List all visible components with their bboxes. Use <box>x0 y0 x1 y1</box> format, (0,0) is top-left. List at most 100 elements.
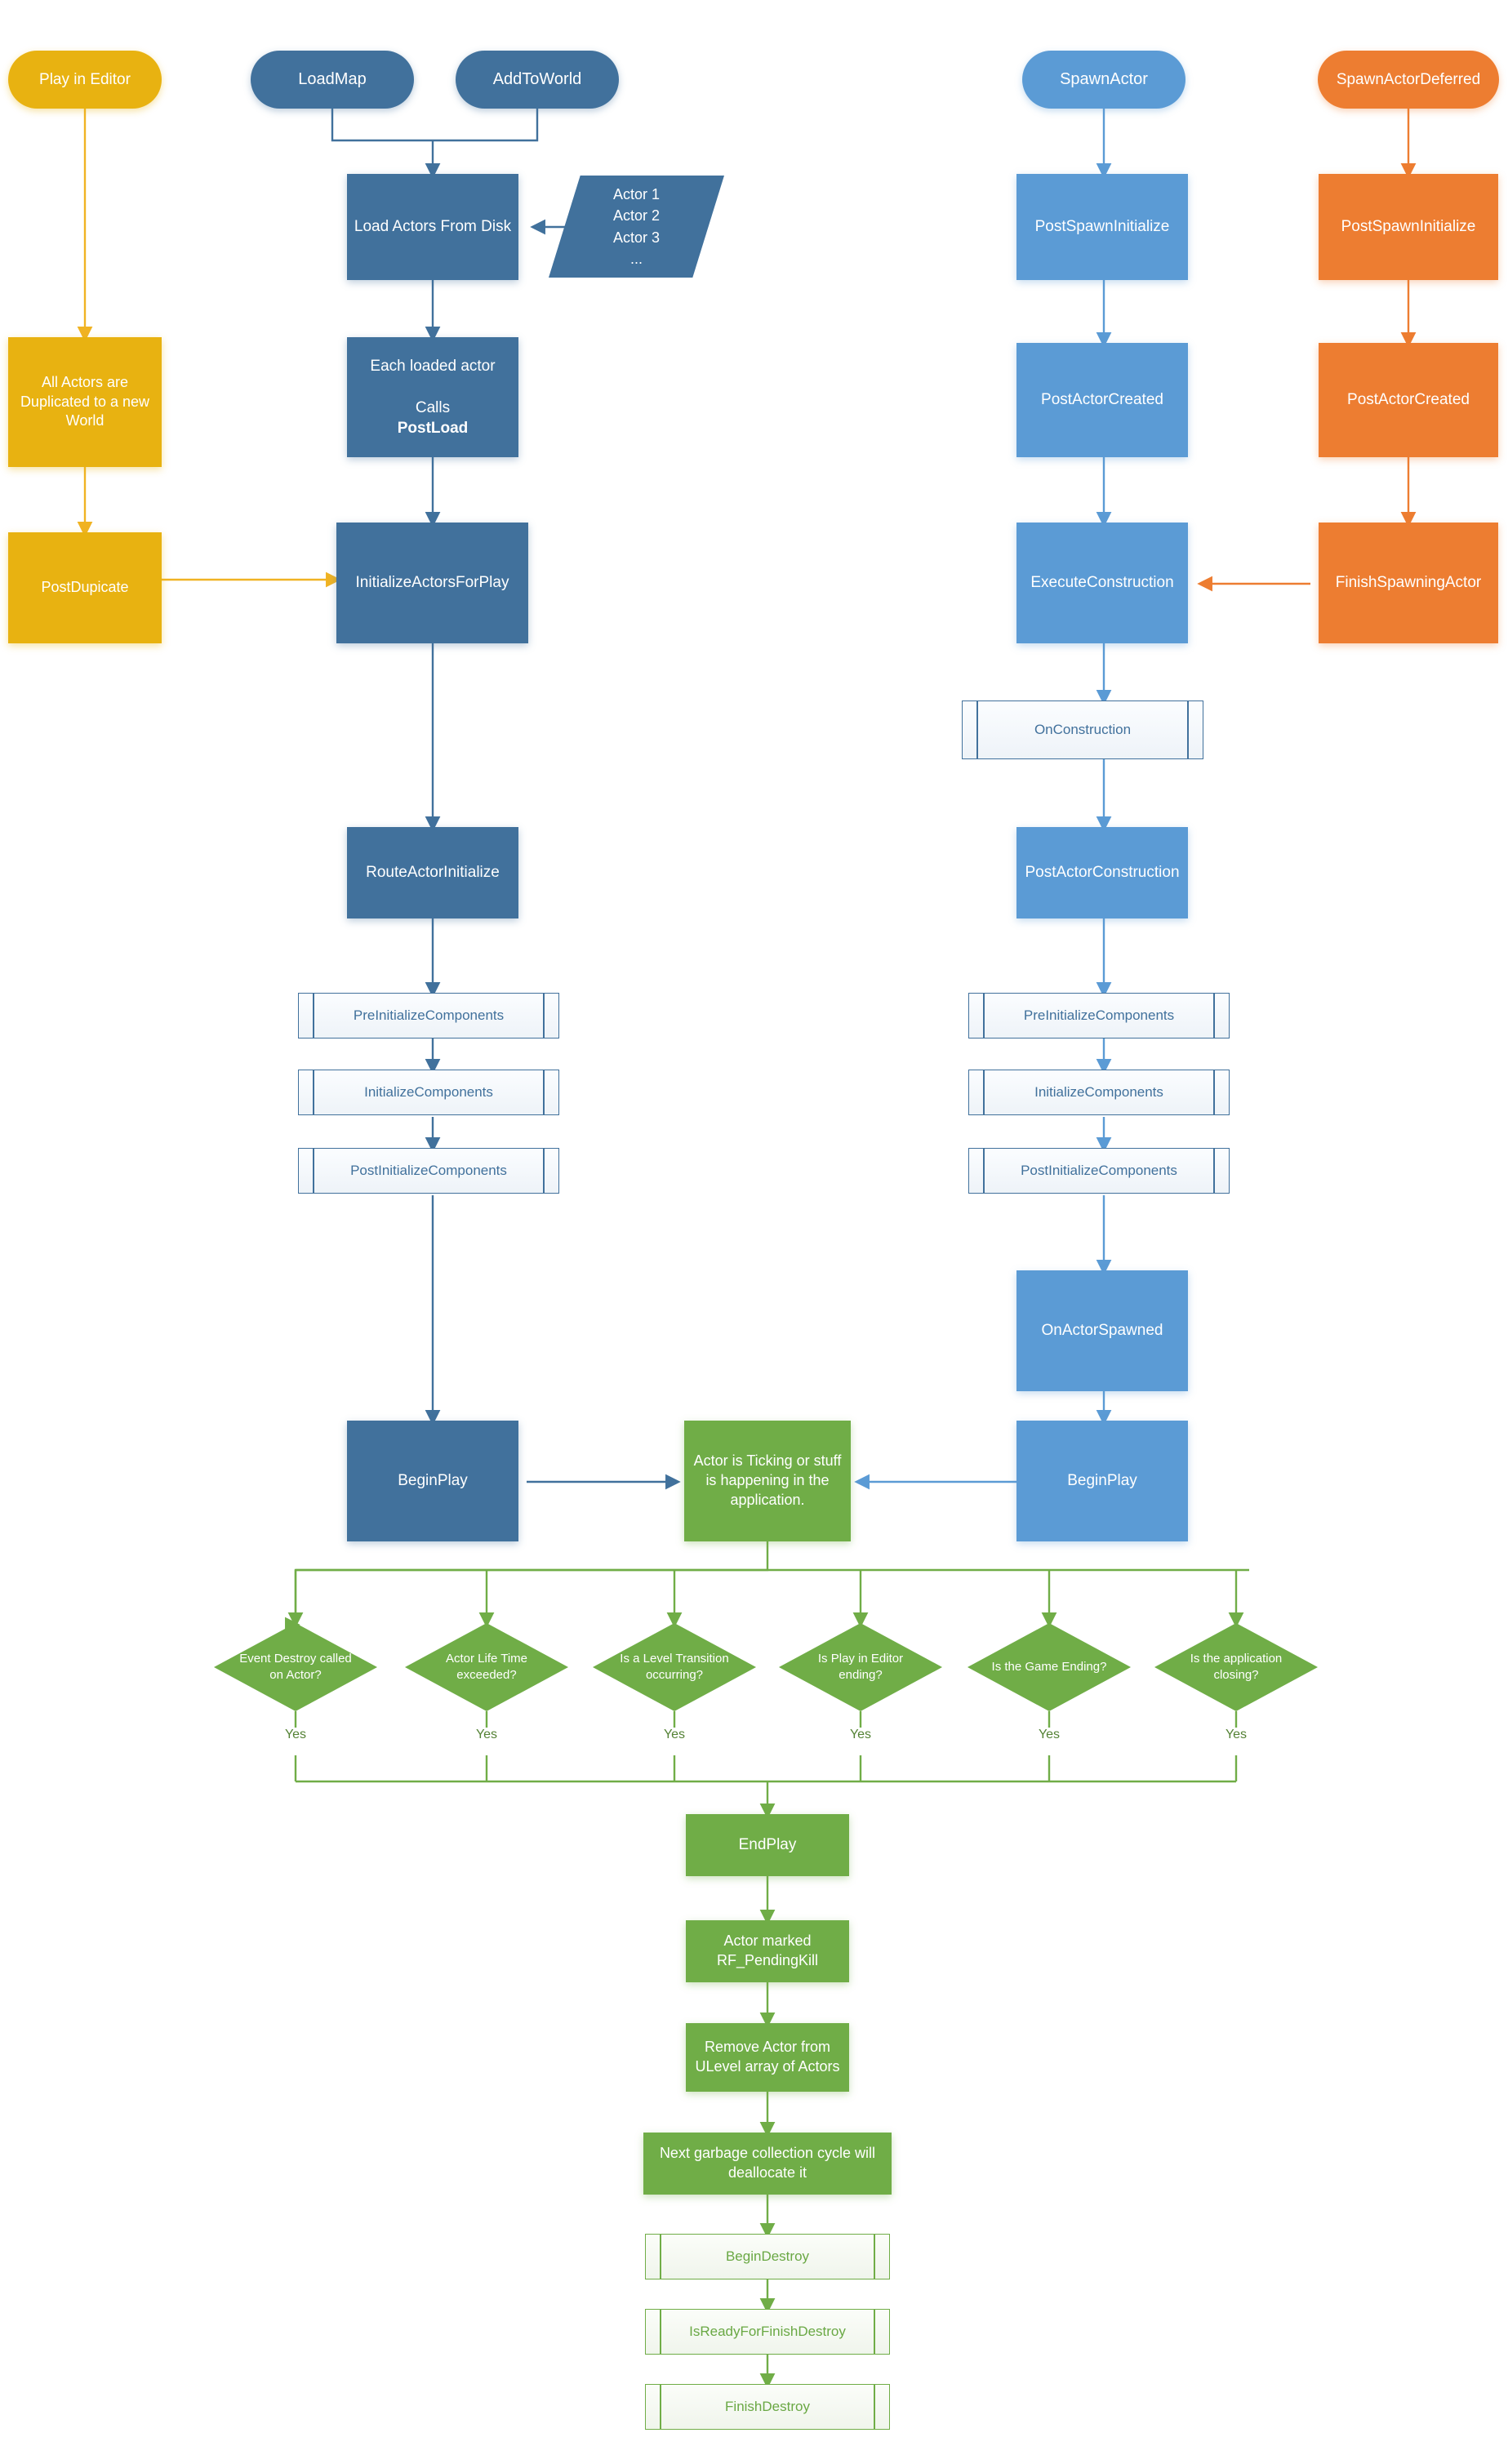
node-load-actors-from-disk[interactable]: Load Actors From Disk <box>347 174 518 280</box>
node-label: InitializeComponents <box>1034 1084 1163 1100</box>
node-label: AddToWorld <box>492 70 582 89</box>
decision-label: Actor Life Time exceeded? <box>445 1651 528 1682</box>
node-label: BeginDestroy <box>725 2248 810 2264</box>
node-finish-spawning-actor[interactable]: FinishSpawningActor <box>1319 523 1498 643</box>
node-initialize-actors-for-play[interactable]: InitializeActorsForPlay <box>336 523 528 643</box>
node-post-initialize-components-right[interactable]: PostInitializeComponents <box>968 1148 1230 1194</box>
node-label: LoadMap <box>298 70 367 89</box>
node-initialize-components-left[interactable]: InitializeComponents <box>298 1070 559 1115</box>
node-end-play[interactable]: EndPlay <box>686 1814 849 1876</box>
postload-line1: Each loaded actor <box>370 358 496 376</box>
actor-list-line-3: ... <box>629 250 643 267</box>
decision-label: Is the application closing? <box>1190 1651 1283 1682</box>
node-begin-destroy[interactable]: BeginDestroy <box>645 2234 890 2279</box>
decision-application-closing[interactable]: Is the application closing? <box>1154 1623 1318 1711</box>
actor-list-line-0: Actor 1 <box>612 186 661 203</box>
node-label: BeginPlay <box>1067 1472 1137 1490</box>
node-label: SpawnActor <box>1060 70 1148 89</box>
node-route-actor-initialize[interactable]: RouteActorInitialize <box>347 827 518 918</box>
postload-bold: PostLoad <box>397 419 469 437</box>
node-label: ExecuteConstruction <box>1030 574 1174 592</box>
decision-level-transition[interactable]: Is a Level Transition occurring? <box>593 1623 756 1711</box>
node-label: IsReadyForFinishDestroy <box>689 2324 846 2339</box>
node-post-duplicate[interactable]: PostDupicate <box>8 532 162 643</box>
node-remove-actor-from-ulevel[interactable]: Remove Actor from ULevel array of Actors <box>686 2023 849 2092</box>
node-is-ready-for-finish-destroy[interactable]: IsReadyForFinishDestroy <box>645 2309 890 2355</box>
actor-list-line-1: Actor 2 <box>612 207 661 225</box>
decision-play-in-editor-ending[interactable]: Is Play in Editor ending? <box>779 1623 942 1711</box>
node-label: FinishSpawningActor <box>1335 574 1482 592</box>
decision-label: Is Play in Editor ending? <box>817 1651 904 1682</box>
node-actor-marked-pending-kill[interactable]: Actor marked RF_PendingKill <box>686 1920 849 1982</box>
node-label: Play in Editor <box>39 70 131 88</box>
node-each-loaded-actor-calls-postload[interactable]: Each loaded actor Calls PostLoad <box>347 337 518 457</box>
decision-label: Event Destroy called on Actor? <box>239 1651 352 1682</box>
node-label: PreInitializeComponents <box>1023 1007 1175 1023</box>
node-label: Load Actors From Disk <box>354 218 512 236</box>
node-spawn-actor-deferred[interactable]: SpawnActorDeferred <box>1318 51 1499 109</box>
node-post-spawn-initialize-deferred[interactable]: PostSpawnInitialize <box>1319 174 1498 280</box>
node-label: Each loaded actor Calls PostLoad <box>354 356 512 438</box>
node-execute-construction[interactable]: ExecuteConstruction <box>1016 523 1188 643</box>
node-play-in-editor[interactable]: Play in Editor <box>8 51 162 109</box>
node-label: PostActorConstruction <box>1025 864 1180 882</box>
node-label: PostSpawnInitialize <box>1341 218 1476 236</box>
node-pre-initialize-components-left[interactable]: PreInitializeComponents <box>298 993 559 1039</box>
node-add-to-world[interactable]: AddToWorld <box>456 51 619 109</box>
node-on-construction[interactable]: OnConstruction <box>962 701 1203 759</box>
decision-label: Is a Level Transition occurring? <box>620 1651 729 1682</box>
node-label: PostInitializeComponents <box>350 1163 507 1178</box>
node-label: PostActorCreated <box>1041 391 1163 409</box>
yes-label-level-transition: Yes <box>663 1728 686 1741</box>
node-post-actor-construction[interactable]: PostActorConstruction <box>1016 827 1188 918</box>
node-label: EndPlay <box>738 1836 797 1854</box>
node-load-map[interactable]: LoadMap <box>251 51 414 109</box>
node-actor-list-data: Actor 1 Actor 2 Actor 3... <box>549 176 724 278</box>
node-label: PostSpawnInitialize <box>1034 218 1170 236</box>
postload-calls: Calls <box>415 398 451 416</box>
decision-actor-life-time[interactable]: Actor Life Time exceeded? <box>405 1623 568 1711</box>
node-post-actor-created-spawn[interactable]: PostActorCreated <box>1016 343 1188 457</box>
node-label: Actor marked RF_PendingKill <box>716 1933 819 1968</box>
node-garbage-collection[interactable]: Next garbage collection cycle will deall… <box>643 2133 892 2195</box>
node-all-actors-duplicated[interactable]: All Actors are Duplicated to a new World <box>8 337 162 467</box>
actor-list-text: Actor 1 Actor 2 Actor 3... <box>613 184 660 269</box>
yes-label-application-closing: Yes <box>1225 1728 1248 1741</box>
node-label: BeginPlay <box>398 1472 468 1490</box>
node-begin-play-left[interactable]: BeginPlay <box>347 1421 518 1541</box>
node-label: InitializeComponents <box>364 1084 493 1100</box>
actor-list-line-2: Actor 3 <box>612 229 661 246</box>
node-label: Actor is Ticking or stuff is happening i… <box>693 1452 842 1508</box>
node-pre-initialize-components-right[interactable]: PreInitializeComponents <box>968 993 1230 1039</box>
node-on-actor-spawned[interactable]: OnActorSpawned <box>1016 1270 1188 1391</box>
decision-event-destroy[interactable]: Event Destroy called on Actor? <box>214 1623 377 1711</box>
node-post-initialize-components-left[interactable]: PostInitializeComponents <box>298 1148 559 1194</box>
node-label: RouteActorInitialize <box>366 864 500 882</box>
node-post-actor-created-deferred[interactable]: PostActorCreated <box>1319 343 1498 457</box>
decision-game-ending[interactable]: Is the Game Ending? <box>968 1623 1131 1711</box>
node-label: InitializeActorsForPlay <box>355 574 509 592</box>
node-begin-play-right[interactable]: BeginPlay <box>1016 1421 1188 1541</box>
yes-label-game-ending: Yes <box>1038 1728 1061 1741</box>
node-label: SpawnActorDeferred <box>1336 70 1481 88</box>
node-actor-is-ticking[interactable]: Actor is Ticking or stuff is happening i… <box>684 1421 851 1541</box>
node-label: OnConstruction <box>1034 722 1132 737</box>
node-label: FinishDestroy <box>725 2399 810 2414</box>
node-post-spawn-initialize-spawn[interactable]: PostSpawnInitialize <box>1016 174 1188 280</box>
node-label: Next garbage collection cycle will deall… <box>659 2145 876 2181</box>
decision-label: Is the Game Ending? <box>991 1659 1107 1674</box>
node-label: All Actors are Duplicated to a new World <box>20 373 150 429</box>
yes-label-event-destroy: Yes <box>284 1728 307 1741</box>
node-label: PreInitializeComponents <box>353 1007 505 1023</box>
node-initialize-components-right[interactable]: InitializeComponents <box>968 1070 1230 1115</box>
node-label: PostDupicate <box>41 579 129 596</box>
node-label: Remove Actor from ULevel array of Actors <box>695 2039 840 2075</box>
node-label: PostInitializeComponents <box>1021 1163 1177 1178</box>
node-spawn-actor[interactable]: SpawnActor <box>1022 51 1185 109</box>
yes-label-actor-life-time: Yes <box>475 1728 498 1741</box>
node-finish-destroy[interactable]: FinishDestroy <box>645 2384 890 2430</box>
node-label: PostActorCreated <box>1347 391 1470 409</box>
yes-label-play-in-editor-ending: Yes <box>849 1728 872 1741</box>
